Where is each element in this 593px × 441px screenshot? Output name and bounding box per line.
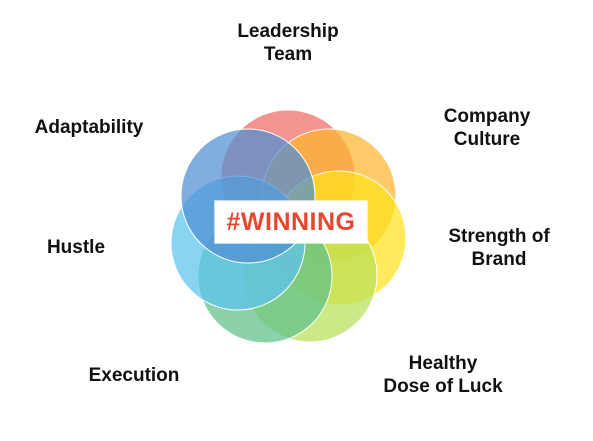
label-line: Execution xyxy=(88,365,180,386)
label-line: Leadership xyxy=(237,21,339,42)
label-adaptability: Adaptability xyxy=(22,116,156,139)
label-line: Hustle xyxy=(46,237,106,258)
label-line: Brand xyxy=(471,249,527,270)
label-company-culture: Company Culture xyxy=(432,105,542,151)
center-label-box: #WINNING xyxy=(215,201,367,243)
label-hustle: Hustle xyxy=(36,236,116,259)
label-healthy-dose-of-luck: Healthy Dose of Luck xyxy=(376,352,510,398)
label-line: Dose of Luck xyxy=(383,376,503,397)
label-line: Team xyxy=(263,44,313,65)
center-label: #WINNING xyxy=(226,207,356,236)
label-line: Strength of xyxy=(448,226,550,247)
label-line: Culture xyxy=(453,129,521,150)
label-execution: Execution xyxy=(80,364,188,387)
label-line: Healthy xyxy=(408,353,478,374)
label-strength-of-brand: Strength of Brand xyxy=(440,225,558,271)
label-line: Adaptability xyxy=(34,117,144,138)
label-leadership-team: Leadership Team xyxy=(229,20,347,66)
label-line: Company xyxy=(443,106,531,127)
